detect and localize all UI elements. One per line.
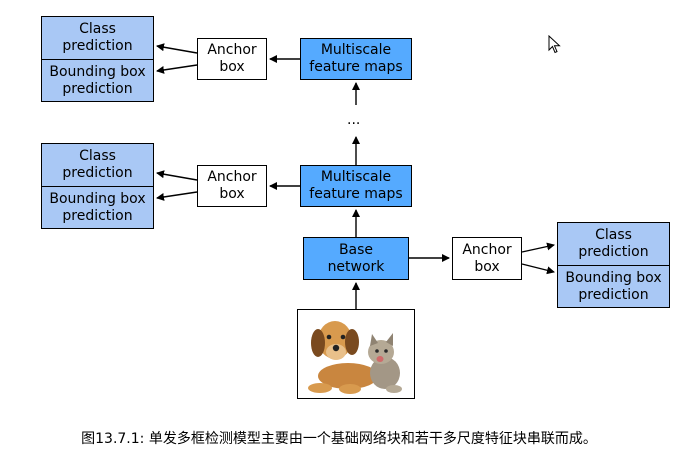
arrow-anchor-to-bbox-top xyxy=(156,64,198,74)
top-prediction-group: Class prediction Bounding box prediction xyxy=(41,16,154,102)
figure-caption: 图13.7.1: 单发多框检测模型主要由一个基础网络块和若干多尺度特征块串联而成… xyxy=(81,431,597,447)
bbox-prediction-box-right: Bounding box prediction xyxy=(557,265,670,308)
base-network-box: Base network xyxy=(303,237,409,280)
anchor-box-middle: Anchor box xyxy=(197,165,267,207)
class-prediction-box-top: Class prediction xyxy=(41,16,154,60)
multiscale-feature-maps-top: Multiscale feature maps xyxy=(300,38,412,80)
photo-illustration xyxy=(298,310,413,397)
arrow-anchor-to-class-top xyxy=(156,43,198,54)
anchor-box-top: Anchor box xyxy=(197,38,267,80)
middle-prediction-group: Class prediction Bounding box prediction xyxy=(41,143,154,229)
arrow-anchor-to-bbox-right xyxy=(521,263,555,275)
arrow-anchor-to-class-right xyxy=(521,242,555,253)
cursor-icon xyxy=(548,35,561,54)
ellipsis: ... xyxy=(347,112,361,128)
class-prediction-box-middle: Class prediction xyxy=(41,143,154,187)
puppy-kitten-photo xyxy=(297,309,415,399)
arrow-anchor-to-class-middle xyxy=(156,170,198,181)
right-prediction-group: Class prediction Bounding box prediction xyxy=(557,222,670,308)
arrow-anchor-to-bbox-middle xyxy=(156,191,198,201)
anchor-box-right: Anchor box xyxy=(452,237,522,280)
bbox-prediction-box-middle: Bounding box prediction xyxy=(41,186,154,229)
multiscale-feature-maps-middle: Multiscale feature maps xyxy=(300,165,412,207)
bbox-prediction-box-top: Bounding box prediction xyxy=(41,59,154,102)
